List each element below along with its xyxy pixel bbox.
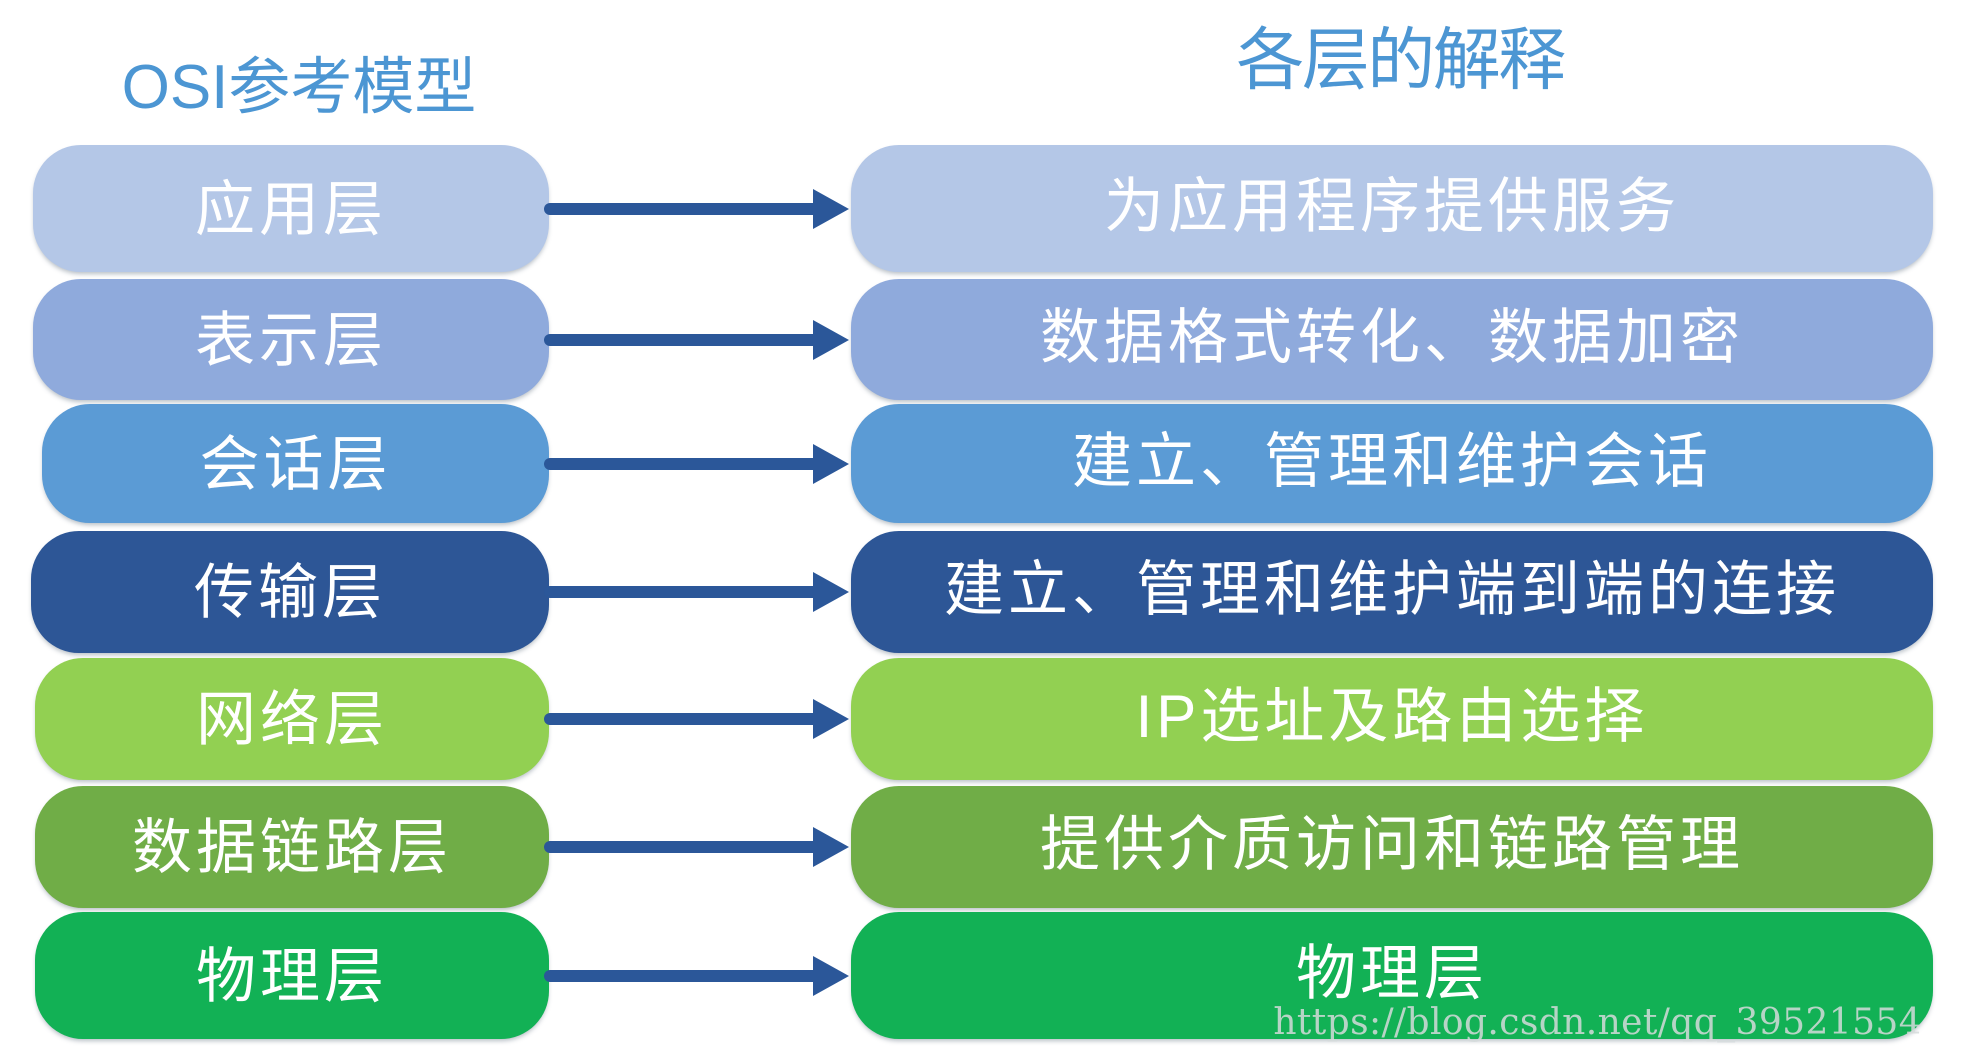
description-label: 物理层 [1296, 939, 1488, 1007]
description-label: 建立、管理和维护会话 [1072, 427, 1712, 495]
arrow-head [813, 955, 849, 996]
description-label: 提供介质访问和链路管理 [1040, 811, 1744, 878]
arrow-head [813, 827, 849, 867]
layer-label: 表示层 [195, 306, 387, 374]
arrow-shaft [544, 713, 815, 725]
description-pill: 物理层 [851, 912, 1933, 1039]
layer-pill: 传输层 [31, 531, 549, 653]
arrow-icon [544, 188, 849, 229]
arrow-shaft [544, 202, 815, 215]
arrow-icon [544, 319, 849, 360]
description-pill: IP选址及路由选择 [851, 658, 1933, 780]
arrow-icon [544, 443, 849, 484]
arrow-head [813, 443, 849, 484]
description-pill: 提供介质访问和链路管理 [851, 786, 1933, 908]
arrow-shaft [544, 586, 815, 598]
layer-label: 物理层 [196, 942, 388, 1010]
arrow-head [813, 699, 849, 739]
arrow-head [813, 572, 849, 612]
layer-pill: 数据链路层 [35, 786, 549, 908]
layer-label: 传输层 [194, 559, 386, 626]
arrow-icon [544, 572, 849, 612]
arrow-shaft [544, 333, 815, 346]
arrow-head [813, 319, 849, 360]
description-pill: 建立、管理和维护端到端的连接 [851, 531, 1933, 653]
layer-label: 会话层 [199, 430, 392, 498]
layer-pill: 物理层 [35, 912, 549, 1039]
arrow-head [813, 188, 849, 229]
watermark-url: https://blog.csdn.net/qq_39521554 [1273, 1002, 1922, 1043]
layer-label: 网络层 [196, 686, 388, 753]
right-column-title: 各层的解释 [1236, 22, 1566, 99]
description-label: IP选址及路由选择 [1135, 683, 1649, 750]
description-label: 为应用程序提供服务 [1104, 172, 1680, 240]
layer-pill: 表示层 [33, 279, 549, 400]
layer-pill: 应用层 [33, 145, 549, 272]
description-label: 数据格式转化、数据加密 [1040, 303, 1744, 371]
description-pill: 为应用程序提供服务 [851, 145, 1933, 272]
description-pill: 建立、管理和维护会话 [851, 404, 1933, 523]
layer-pill: 会话层 [42, 404, 549, 523]
arrow-shaft [544, 457, 815, 470]
description-label: 建立、管理和维护端到端的连接 [944, 556, 1840, 623]
arrow-shaft [544, 841, 815, 853]
layer-pill: 网络层 [35, 658, 549, 780]
layer-label: 应用层 [195, 175, 387, 243]
arrow-icon [544, 955, 849, 996]
arrow-icon [544, 827, 849, 867]
arrow-shaft [544, 969, 815, 982]
layer-label: 数据链路层 [132, 814, 452, 881]
left-column-title: OSI参考模型 [121, 53, 477, 122]
description-pill: 数据格式转化、数据加密 [851, 279, 1933, 400]
arrow-icon [544, 699, 849, 739]
